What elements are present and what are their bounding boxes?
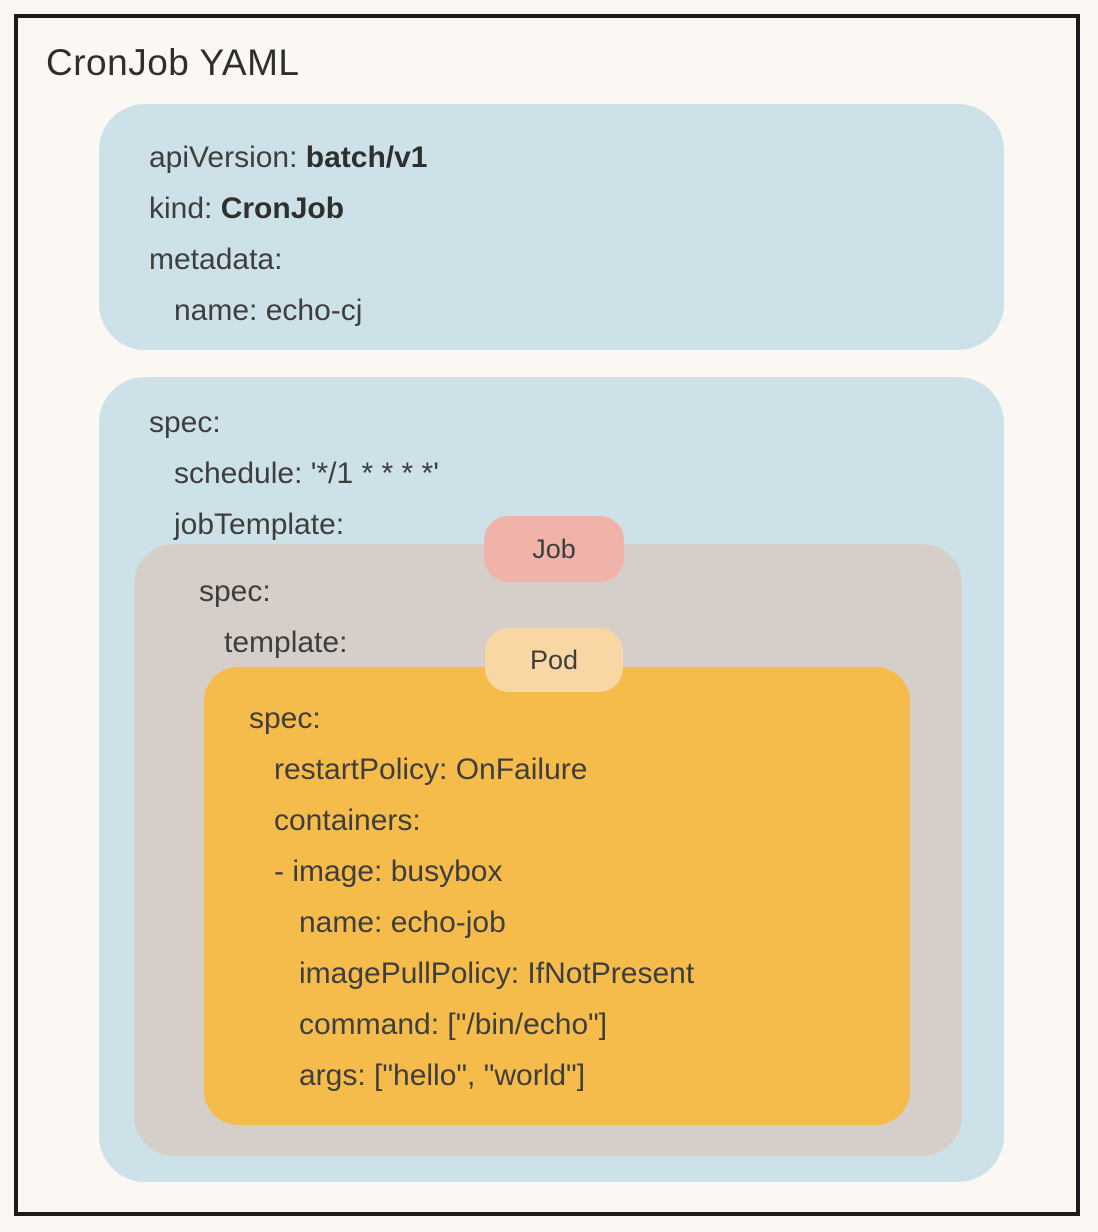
yaml-line-job-spec: spec:: [199, 575, 271, 608]
yaml-line-containers: containers:: [274, 804, 421, 837]
yaml-key-apiversion: apiVersion:: [149, 141, 306, 174]
yaml-value-kind: CronJob: [220, 192, 345, 225]
cronjob-metadata-box: apiVersion: batch/v1 kind: CronJob metad…: [99, 104, 1004, 350]
yaml-line-job-template: template:: [224, 626, 348, 659]
yaml-line-apiversion: apiVersion: batch/v1: [149, 132, 1004, 183]
yaml-line-restartpolicy: restartPolicy: OnFailure: [274, 753, 588, 786]
yaml-line-container-name: name: echo-job: [299, 906, 506, 939]
yaml-line-schedule: schedule: '*/1 * * * *': [174, 457, 439, 490]
yaml-value-apiversion: batch/v1: [305, 141, 428, 174]
yaml-key-kind: kind:: [149, 192, 221, 225]
yaml-line-imagepullpolicy: imagePullPolicy: IfNotPresent: [299, 957, 695, 990]
yaml-line-pod-spec: spec:: [249, 702, 321, 735]
yaml-line-spec: spec:: [149, 406, 221, 439]
yaml-line-metadata: metadata:: [149, 243, 283, 276]
yaml-line-command: command: ["/bin/echo"]: [299, 1008, 608, 1041]
yaml-line-jobtemplate: jobTemplate:: [174, 508, 345, 541]
yaml-line-name: name: echo-cj: [174, 294, 363, 327]
pod-template-box: spec: restartPolicy: OnFailure container…: [204, 667, 910, 1125]
yaml-line-kind: kind: CronJob: [149, 183, 1004, 234]
yaml-line-args: args: ["hello", "world"]: [299, 1059, 586, 1092]
job-badge: Job: [484, 516, 624, 582]
outer-frame: CronJob YAML apiVersion: batch/v1 kind: …: [14, 14, 1080, 1216]
yaml-line-image: - image: busybox: [274, 855, 503, 888]
diagram-title: CronJob YAML: [46, 42, 300, 83]
pod-badge: Pod: [485, 628, 623, 692]
